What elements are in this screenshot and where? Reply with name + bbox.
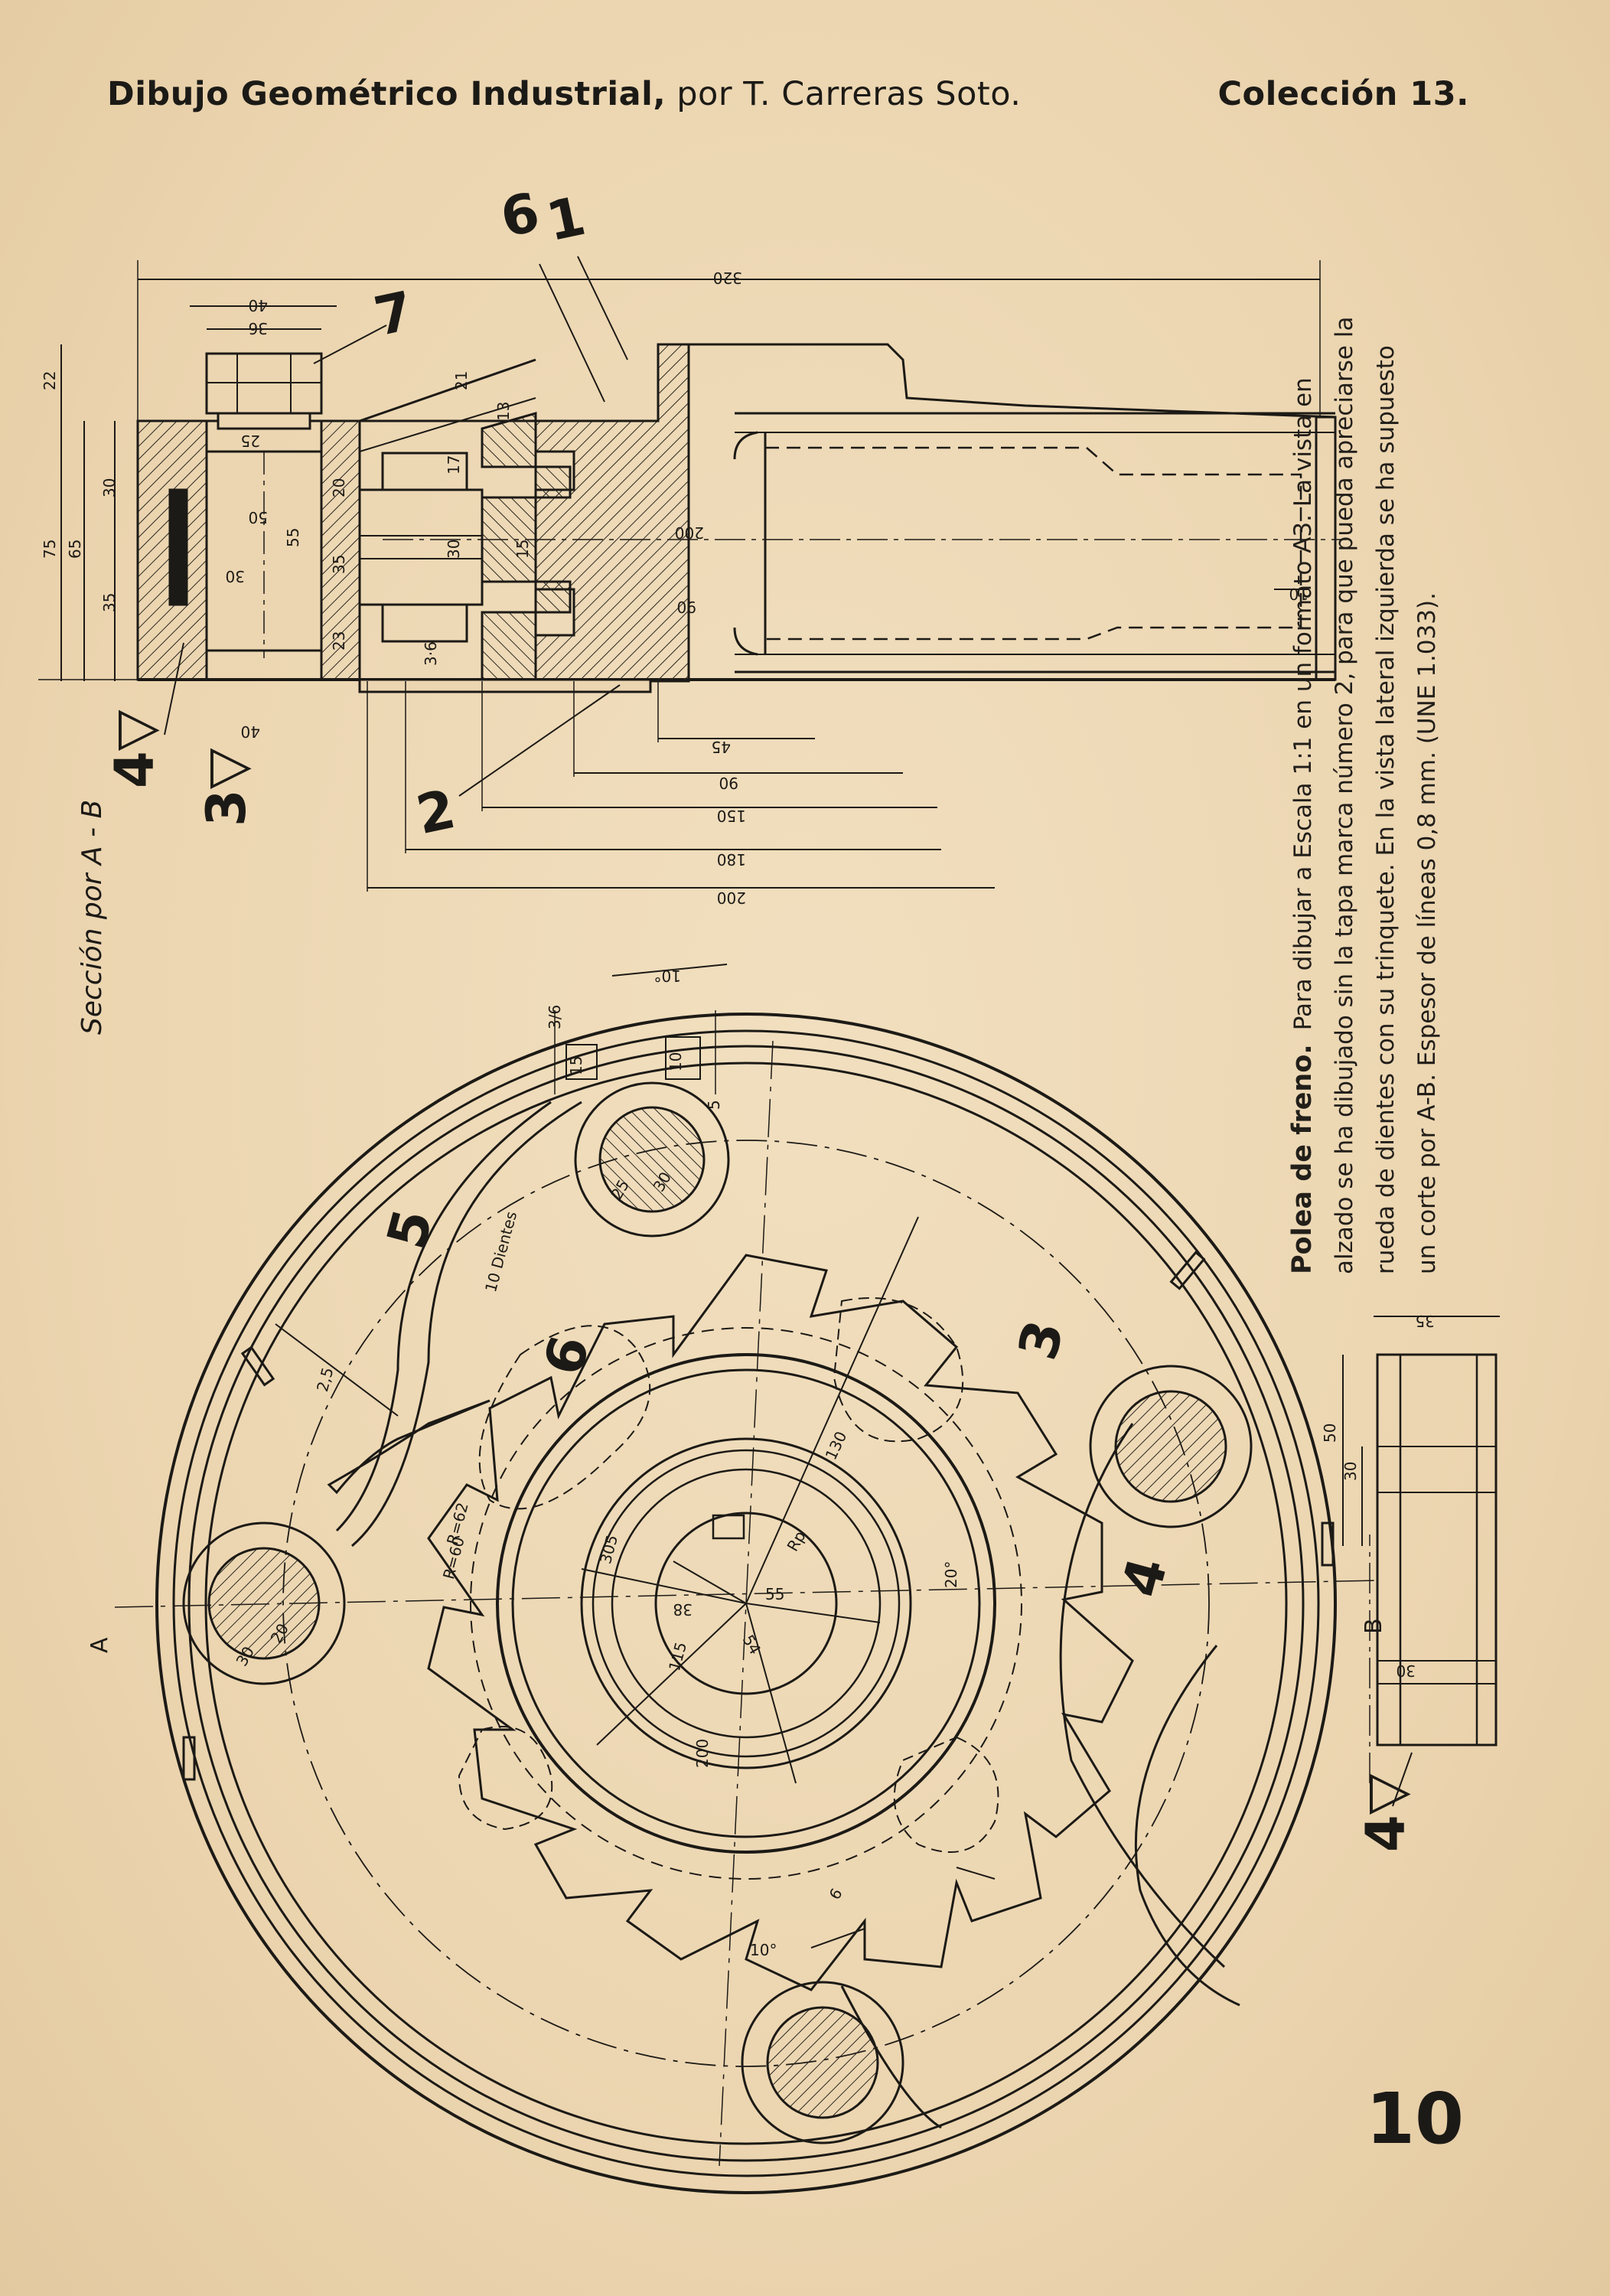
dim-90b: 90 — [719, 774, 738, 792]
dim-30: 30 — [100, 478, 119, 497]
dim-2-5: 2,5 — [313, 1365, 337, 1394]
dim-13: 13 — [494, 402, 513, 421]
dim-3-6: 3/6 — [546, 1005, 564, 1029]
dim-25: 25 — [241, 432, 260, 450]
side-dim-50: 50 — [1321, 1424, 1339, 1443]
dim-40b: 40 — [241, 722, 260, 741]
dim-180: 180 — [717, 850, 746, 869]
dim-130: 130 — [822, 1428, 851, 1463]
pawl-pivot — [574, 1081, 730, 1238]
front-part-mark-6: 6 — [532, 1329, 602, 1381]
caption-block: Polea de freno.Para dibujar a Escala 1:1… — [1282, 310, 1527, 1274]
dim-6: 6 — [826, 1885, 846, 1903]
section-label: Sección por A - B — [77, 799, 108, 1035]
dim-rp: Rp — [784, 1528, 810, 1554]
dim-38: 38 — [673, 1600, 693, 1619]
dim-65: 65 — [66, 540, 84, 559]
part-mark-3: 3▽ — [195, 748, 258, 827]
dim-10: 10 — [1289, 585, 1309, 603]
dim-36: 36 — [249, 319, 268, 338]
dim-200b: 200 — [717, 889, 746, 907]
dim-15: 15 — [513, 540, 532, 559]
boss-right — [1089, 1365, 1253, 1528]
caption-title: Polea de freno. — [1287, 1044, 1318, 1274]
dim-30b: 30 — [226, 567, 245, 585]
dim-200: 200 — [675, 523, 704, 542]
dim-90: 90 — [677, 598, 696, 616]
part-mark-6: 6 — [495, 181, 545, 249]
side-dim-35: 35 — [1416, 1312, 1435, 1330]
side-dim-30b: 30 — [1397, 1662, 1416, 1680]
dim-22: 22 — [41, 371, 59, 390]
section-view — [38, 256, 1347, 892]
label-a: A — [86, 1637, 113, 1653]
dim-5: 5 — [705, 1100, 723, 1110]
front-part-mark-3: 3 — [1006, 1314, 1077, 1366]
boss-left — [182, 1521, 346, 1685]
dim-35: 35 — [100, 593, 119, 612]
dim-55: 55 — [284, 528, 302, 547]
dim-115: 115 — [665, 1640, 690, 1673]
dim-55: 55 — [765, 1585, 784, 1603]
side-part-mark-4: 4▽ — [1354, 1773, 1417, 1852]
dim-50: 50 — [249, 508, 268, 527]
section-dimensions: 320 40 36 22 75 65 30 35 25 50 30 55 40 … — [41, 269, 1309, 907]
teeth-count: 10 Dientes — [481, 1209, 520, 1294]
page-header: Dibujo Geométrico Industrial, por T. Carr… — [107, 75, 1469, 121]
dim-40: 40 — [249, 296, 268, 315]
label-b: B — [1361, 1618, 1387, 1634]
dim-10deg-top: 10° — [654, 967, 681, 985]
dim-10deg-bot: 10° — [750, 1941, 777, 1959]
dim-10: 10 — [666, 1052, 685, 1071]
dim-3-6: 3·6 — [422, 641, 440, 666]
part-mark-1: 1 — [541, 184, 591, 253]
part-mark-7: 7 — [369, 279, 419, 348]
dim-21: 21 — [452, 371, 471, 390]
dim-45: 45 — [712, 738, 731, 756]
part-mark-4: 4▽ — [103, 709, 166, 788]
side-dim-30: 30 — [1341, 1462, 1360, 1481]
front-view — [114, 964, 1378, 2194]
dim-15: 15 — [567, 1056, 585, 1075]
dim-150: 150 — [717, 807, 746, 825]
author-line: por T. Carreras Soto. — [676, 75, 1022, 113]
boss-bottom — [741, 1981, 904, 2144]
dim-23: 23 — [330, 631, 348, 651]
dim-20: 20 — [330, 478, 348, 497]
dim-17: 17 — [445, 455, 463, 475]
side-view — [1342, 1316, 1500, 1807]
dim-30c: 30 — [445, 540, 463, 559]
dim-305: 305 — [596, 1533, 621, 1566]
series-title: Dibujo Geométrico Industrial, — [107, 75, 666, 113]
dim-35b: 35 — [330, 555, 348, 574]
part-mark-2: 2 — [411, 778, 461, 846]
front-part-mark-5: 5 — [375, 1203, 445, 1255]
dim-320: 320 — [713, 269, 742, 287]
dim-20deg: 20° — [942, 1561, 960, 1588]
dim-200: 200 — [693, 1739, 712, 1768]
page-number: 10 — [1366, 2078, 1465, 2160]
dim-75: 75 — [41, 540, 59, 559]
front-part-mark-4: 4 — [1110, 1551, 1180, 1603]
side-dimensions: 35 50 30 30 4▽ — [1321, 1312, 1435, 1852]
collection-label: Colección 13. — [1217, 75, 1469, 113]
